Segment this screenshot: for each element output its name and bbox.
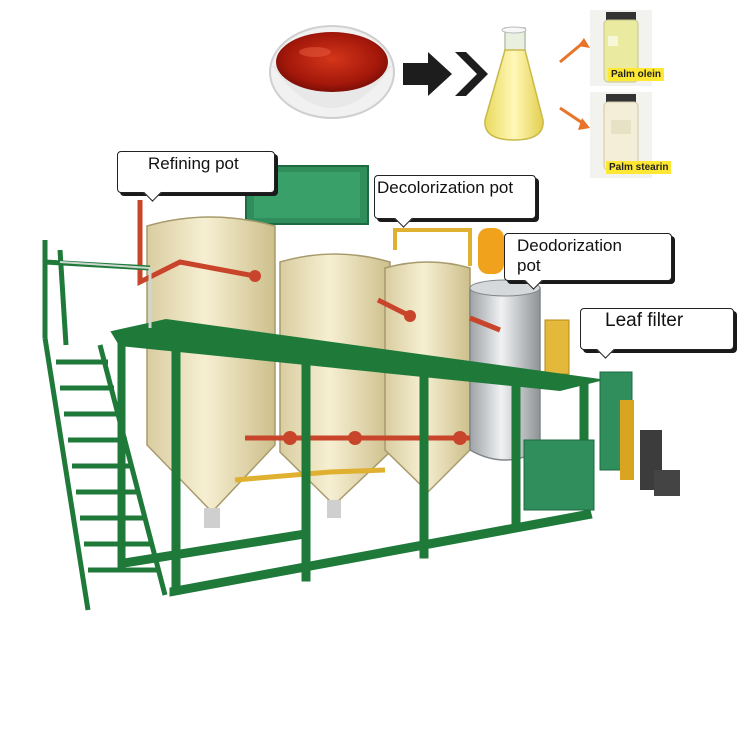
yellow-pipe [234,467,386,483]
pipe-valve [348,431,362,445]
callout-text: Deodorization pot [517,236,622,275]
refining-tank [146,216,276,528]
pipe-valve [453,431,467,445]
access-staircase [42,240,168,611]
flask-of-refined-oil [484,26,544,141]
orange-arrows [559,38,590,130]
callout-leaf-filter: Leaf filter [580,308,734,359]
steel-frame [110,318,601,597]
callout-text: Decolorization pot [377,178,514,197]
palm-stearin-label: Palm stearin [606,161,672,174]
double-arrow-icon [403,52,488,96]
callout-refining-pot: Refining pot [117,151,275,202]
refining-tank-2 [279,253,391,518]
pipe-valve [249,270,261,282]
callout-text: Refining pot [148,154,239,173]
callout-text: Leaf filter [605,310,684,331]
yellow-pipe [393,228,472,266]
leaf-filter-unit [544,319,680,496]
pipe-valve [404,310,416,322]
callout-deodorization-pot: Deodorization pot [504,233,672,290]
handrail [59,261,151,269]
pipe-valve [283,431,297,445]
callout-decolorization-pot: Decolorization pot [374,175,536,228]
bowl-of-crude-oil [269,25,395,119]
palm-olein-label: Palm olein [608,68,665,81]
